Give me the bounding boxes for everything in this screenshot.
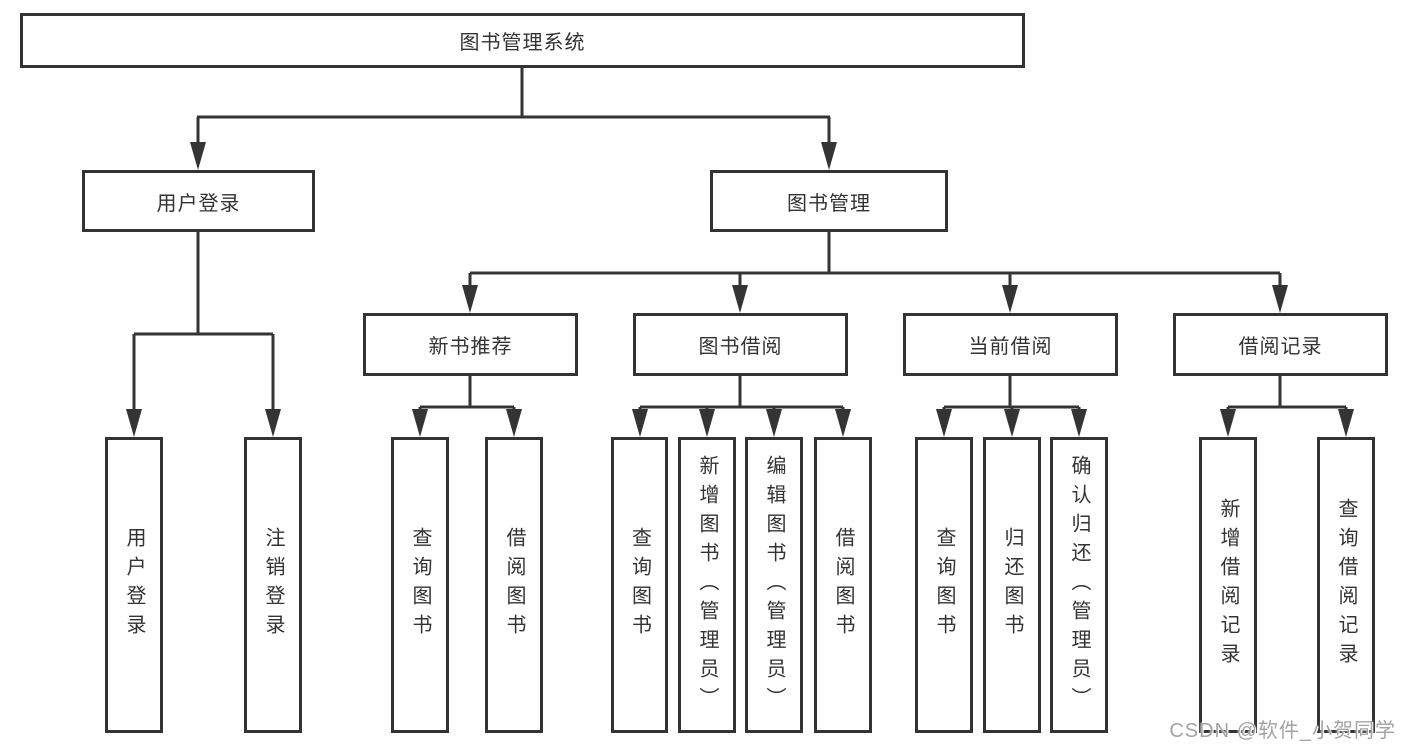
leaf-label: 注销登录 — [262, 527, 284, 643]
leaf-label: 借阅图书 — [503, 527, 525, 643]
connector-login-to-leaves — [126, 232, 281, 437]
node-root-system: 图书管理系统 — [20, 13, 1025, 68]
leaf-label: 查询图书 — [628, 527, 651, 643]
leaf-confirm-return-admin: 确认归还（管理员） — [1050, 437, 1108, 733]
leaf-label: 确认归还（管理员） — [1068, 454, 1090, 716]
node-new-book-recommend: 新书推荐 — [363, 313, 578, 376]
leaf-recommend-borrow-books: 借阅图书 — [485, 437, 543, 733]
node-borrow-records: 借阅记录 — [1173, 313, 1388, 376]
leaf-label: 借阅图书 — [832, 527, 854, 643]
leaf-label: 编辑图书（管理员） — [763, 454, 785, 716]
connector-records-to-leaves — [1220, 376, 1354, 437]
leaf-label: 查询借阅记录 — [1335, 498, 1357, 672]
leaf-edit-books-admin: 编辑图书（管理员） — [745, 437, 803, 733]
connector-recommend-to-leaves — [412, 376, 522, 437]
leaf-borrow-books: 借阅图书 — [814, 437, 872, 733]
node-book-borrow: 图书借阅 — [633, 313, 848, 376]
leaf-query-borrow-record: 查询借阅记录 — [1317, 437, 1375, 733]
leaf-label: 归还图书 — [1001, 527, 1023, 643]
connector-current-to-leaves — [936, 376, 1087, 437]
leaf-borrow-query-books: 查询图书 — [611, 437, 668, 733]
leaf-label: 新增图书（管理员） — [696, 454, 718, 716]
leaf-logout: 注销登录 — [244, 437, 302, 733]
leaf-label: 查询图书 — [409, 527, 431, 643]
node-user-login: 用户登录 — [82, 170, 315, 232]
leaf-label: 新增借阅记录 — [1217, 498, 1239, 672]
leaf-user-login: 用户登录 — [105, 437, 163, 733]
connector-root-to-level2 — [190, 68, 837, 170]
leaf-current-query-books: 查询图书 — [915, 437, 973, 733]
connector-borrow-to-leaves — [632, 376, 851, 437]
leaf-label: 用户登录 — [123, 527, 145, 643]
leaf-label: 查询图书 — [933, 527, 955, 643]
connector-management-to-level3 — [462, 232, 1288, 313]
node-book-management: 图书管理 — [710, 170, 948, 232]
leaf-return-books: 归还图书 — [983, 437, 1041, 733]
node-current-borrow: 当前借阅 — [903, 313, 1118, 376]
leaf-add-books-admin: 新增图书（管理员） — [678, 437, 736, 733]
leaf-recommend-query-books: 查询图书 — [391, 437, 449, 733]
leaf-add-borrow-record: 新增借阅记录 — [1199, 437, 1257, 733]
